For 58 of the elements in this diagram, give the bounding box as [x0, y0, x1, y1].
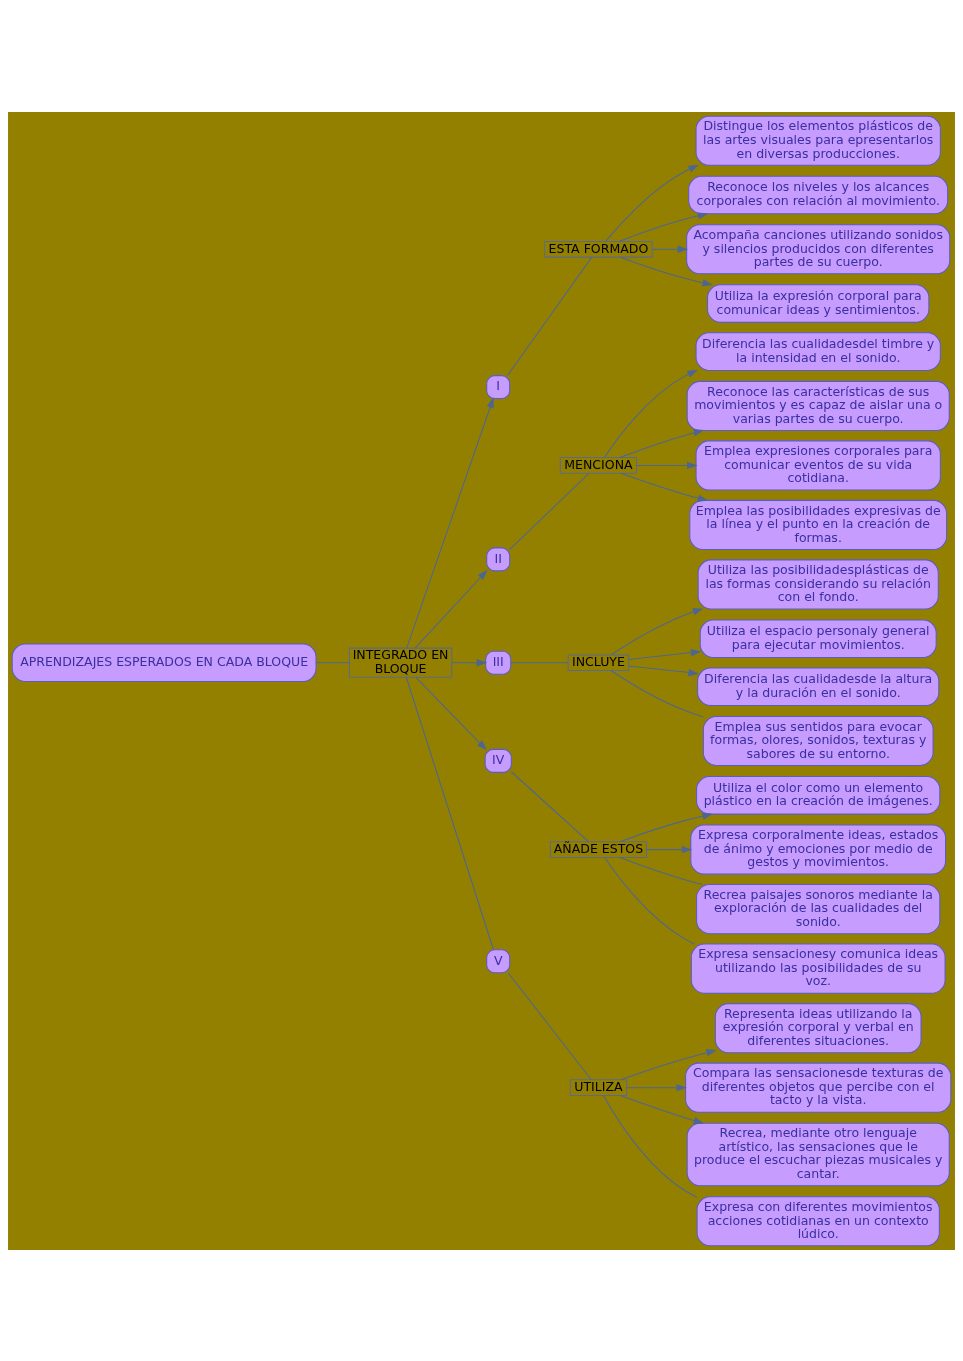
arrow: [651, 245, 689, 253]
node-box: Emplea las posibilidades expresivas de la línea y el punto en la creación de formas.: [689, 499, 948, 550]
connector: [509, 472, 590, 550]
connector: [507, 971, 592, 1080]
arrow: [610, 607, 704, 655]
node-box: Acompaña canciones utilizando sonidos y silencios producidos con diferentes partes de su cuerpo.: [686, 223, 951, 274]
node-box: Utiliza el color como un elemento plástico en la creación de imágenes.: [696, 775, 941, 815]
node-box: ESTA FORMADO: [544, 240, 653, 258]
node-box: UTILIZA: [569, 1078, 628, 1096]
node-box: Emplea expresiones corporales para comunicar eventos de su vida cotidiana.: [695, 439, 941, 490]
arrow: [636, 461, 698, 469]
node-box: Compara las sensacionesde texturas de diferentes objetos que percibe con el tacto y la vista.: [685, 1062, 952, 1113]
arrow: [619, 428, 705, 458]
connector: [510, 661, 569, 663]
node-box: Reconoce los niveles y los alcances corporales con relación al movimiento.: [688, 175, 949, 214]
connector: [610, 669, 704, 717]
node-box: Expresa sensacionesy comunica ideas utilizando las posibilidades de su voz.: [690, 943, 946, 994]
connector: [603, 1094, 698, 1198]
arrow: [619, 812, 713, 842]
connector: [315, 661, 350, 663]
node-box: AÑADE ESTOS: [549, 840, 647, 858]
arrow: [406, 396, 494, 648]
arrow: [618, 211, 709, 242]
node-box: Representa ideas utilizando la expresión corporal y verbal en diferentes situaciones.: [714, 1002, 922, 1053]
arrow: [620, 472, 709, 502]
arrow: [646, 845, 693, 853]
node-box: Recrea paisajes sonoros mediante la exploración de las cualidades del sonido.: [696, 883, 941, 934]
arrow: [626, 1083, 687, 1091]
node-box: MENCIONA: [559, 456, 638, 474]
connector: [405, 676, 494, 950]
node-box: Expresa corporalmente ideas, estados de ánimo y emociones por medio de gestos y movimientos.: [690, 824, 947, 875]
node-box: Expresa con diferentes movimientos acciones cotidianas en un contexto lúdico.: [696, 1195, 940, 1246]
node-box: Recrea, mediante otro lenguaje artístico, las sensaciones que le produce el escuchar piezas musicales y cantar.: [686, 1122, 950, 1186]
connector: [619, 856, 704, 885]
arrow: [628, 648, 702, 660]
connector: [510, 770, 590, 842]
connector: [507, 256, 593, 376]
node-box: APRENDIZAJES ESPERADOS EN CADA BLOQUE: [11, 642, 317, 682]
node-box: Utiliza las posibilidadesplásticas de las formas considerando su relación con el fondo.: [697, 558, 939, 609]
node-box: Distingue los elementos plásticos de las artes visuales para epresentarlos en diversas producciones.: [695, 115, 941, 166]
node-box: Utiliza la expresión corporal para comunicar ideas y sentimientos.: [707, 283, 930, 323]
arrow: [604, 369, 698, 458]
arrow: [620, 1048, 717, 1080]
arrow: [628, 664, 699, 676]
arrow: [620, 1094, 705, 1124]
arrow: [619, 256, 713, 286]
node-box: Utiliza el espacio personaly general para ejecutar movimientos.: [699, 618, 937, 658]
node-box: Diferencia las cualidadesde la altura y la duración en el sonido.: [697, 666, 940, 706]
connector: [604, 856, 695, 944]
arrow: [451, 658, 488, 666]
arrow: [414, 569, 488, 648]
node-box: Emplea sus sentidos para evocar formas, olores, sonidos, texturas y sabores de su entorno.: [702, 715, 934, 766]
node-box: Reconoce las características de sus movimientos y es capaz de aislar una o varias partes de su cuerpo.: [686, 380, 950, 431]
node-box: Diferencia las cualidadesdel timbre y la intensidad en el sonido.: [695, 331, 941, 371]
arrow: [605, 164, 699, 242]
node-box: INTEGRADO EN BLOQUE: [348, 647, 453, 678]
node-box: INCLUYE: [567, 653, 630, 671]
arrow: [415, 676, 487, 750]
